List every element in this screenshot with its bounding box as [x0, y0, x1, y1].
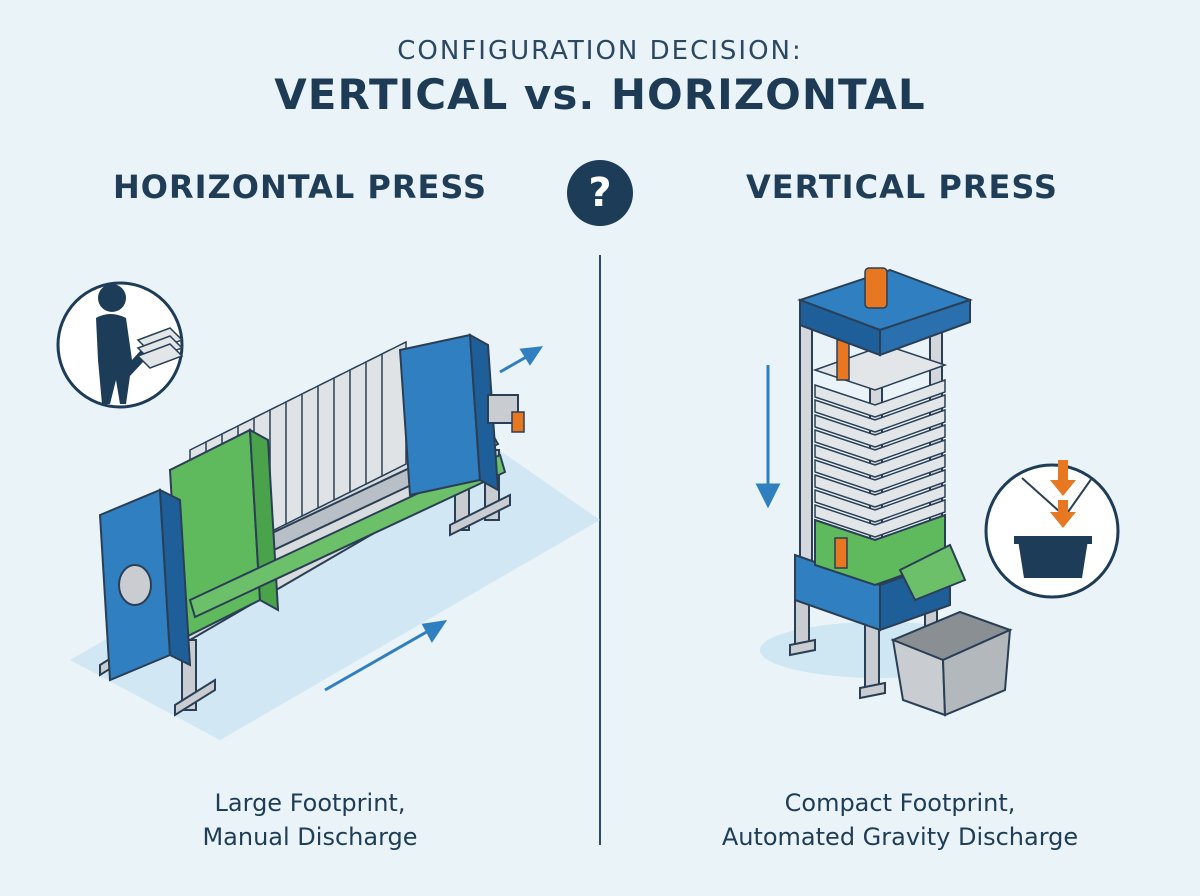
question-badge: ? — [567, 160, 633, 226]
horizontal-caption-line2: Manual Discharge — [202, 823, 418, 851]
vertical-press-caption: Compact Footprint, Automated Gravity Dis… — [700, 786, 1100, 854]
vertical-caption-line2: Automated Gravity Discharge — [721, 823, 1079, 851]
vertical-caption-line1: Compact Footprint, — [784, 789, 1016, 817]
center-divider — [599, 255, 601, 845]
horizontal-press-title: HORIZONTAL PRESS — [113, 168, 487, 206]
header-headline: VERTICAL vs. HORIZONTAL — [274, 70, 926, 119]
manual-operator-icon — [56, 281, 184, 409]
vertical-press-illustration — [755, 267, 1013, 717]
horizontal-press-caption: Large Footprint, Manual Discharge — [110, 786, 510, 854]
horizontal-caption-line1: Large Footprint, — [214, 789, 406, 817]
gravity-discharge-icon — [984, 460, 1120, 599]
vertical-press-title: VERTICAL PRESS — [746, 168, 1058, 206]
horizontal-press-illustration — [70, 333, 600, 740]
header-kicker: CONFIGURATION DECISION: — [397, 36, 803, 66]
